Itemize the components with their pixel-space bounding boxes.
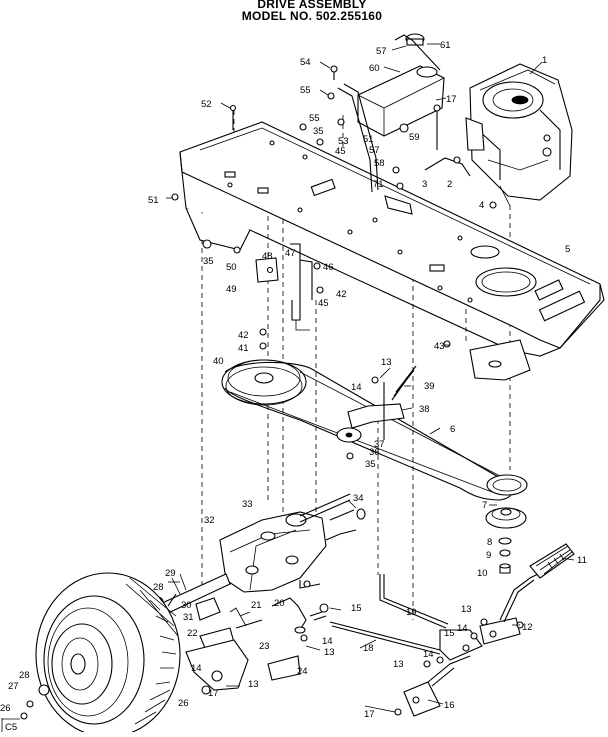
leader-lines	[166, 43, 575, 713]
top-hardware	[171, 65, 497, 215]
callout-47: 47	[285, 248, 296, 259]
callout-53: 53	[338, 136, 349, 147]
callout-6: 6	[450, 424, 455, 435]
callout-49: 49	[226, 284, 237, 295]
callout-38: 38	[419, 404, 430, 415]
callout-34: 34	[353, 493, 364, 504]
callout-71: 71	[373, 179, 384, 190]
callout-19: 19	[406, 607, 417, 618]
callout-46: 46	[323, 262, 334, 273]
callout-51-b: 51	[363, 134, 374, 145]
callout-26-b: 26	[0, 703, 11, 714]
callout-55-a: 55	[300, 85, 311, 96]
callout-35-c: 35	[365, 459, 376, 470]
callout-14-c: 14	[322, 636, 333, 647]
rear-wheel	[20, 572, 181, 737]
callout-48: 48	[262, 251, 273, 262]
fuel-tank	[337, 33, 445, 193]
callout-14-d: 14	[423, 649, 434, 660]
callout-60: 60	[369, 63, 380, 74]
callout-35-a: 35	[313, 126, 324, 137]
callout-3: 3	[422, 179, 427, 190]
callout-20: 20	[274, 598, 285, 609]
callout-17-c: 17	[364, 709, 375, 720]
callout-54: 54	[300, 57, 311, 68]
callout-11: 11	[577, 555, 587, 566]
callout-12: 12	[522, 622, 533, 633]
callout-13-e: 13	[248, 679, 259, 690]
callout-45-a: 45	[335, 146, 346, 157]
callout-43: 43	[434, 341, 445, 352]
callout-42-a: 42	[336, 289, 347, 300]
diagram-model-number: MODEL NO. 502.255160	[241, 9, 383, 23]
callout-37: 37	[374, 439, 385, 450]
callout-29: 29	[165, 568, 176, 579]
callout-31: 31	[183, 612, 194, 623]
callout-32: 32	[204, 515, 215, 526]
callout-27: 27	[8, 681, 19, 692]
callout-28-b: 28	[19, 670, 30, 681]
callout-16: 16	[444, 700, 455, 711]
callout-10: 10	[477, 568, 488, 579]
callout-61: 61	[440, 40, 451, 51]
callout-40: 40	[213, 356, 224, 367]
callout-57-a: 57	[376, 46, 387, 57]
callout-26-a: 26	[178, 698, 189, 709]
callout-17-b: 17	[208, 688, 219, 699]
callout-22: 22	[187, 628, 198, 639]
chassis-frame	[179, 121, 605, 381]
callout-59: 59	[409, 132, 420, 143]
callout-8: 8	[487, 537, 492, 548]
callout-24: 24	[297, 666, 308, 677]
transaxle	[152, 493, 366, 615]
engine	[465, 63, 573, 207]
callout-57-b: 57	[369, 145, 380, 156]
callout-51-a: 51	[148, 195, 159, 206]
callout-7: 7	[482, 500, 487, 511]
callout-labels: 1 2 3 4 5 6 7 8 9 10 11 12 13 13 13 13 1…	[0, 40, 587, 720]
callout-13-d: 13	[393, 659, 404, 670]
callout-2: 2	[447, 179, 452, 190]
callout-13-c: 13	[324, 647, 335, 658]
callout-14-b: 14	[457, 623, 468, 634]
callout-52: 52	[201, 99, 212, 110]
callout-15-b: 15	[444, 628, 455, 639]
callout-4: 4	[479, 200, 484, 211]
callout-39: 39	[424, 381, 435, 392]
callout-14-e: 14	[191, 663, 202, 674]
callout-36: 36	[369, 447, 380, 458]
corner-code: C5	[1, 718, 20, 733]
callout-23: 23	[259, 641, 270, 652]
callout-1: 1	[542, 55, 547, 66]
control-linkage	[329, 543, 575, 717]
callout-42-b: 42	[238, 330, 249, 341]
callout-18: 18	[363, 643, 374, 654]
callout-17-a: 17	[446, 94, 457, 105]
pulley-and-belts	[221, 359, 528, 574]
brake-assembly	[185, 597, 329, 695]
callout-28-a: 28	[153, 582, 164, 593]
callout-13-b: 13	[461, 604, 472, 615]
callout-50: 50	[226, 262, 237, 273]
callout-14-a: 14	[351, 382, 362, 393]
callout-45-b: 45	[318, 298, 329, 309]
callout-55-b: 55	[309, 113, 320, 124]
callout-9: 9	[486, 550, 491, 561]
callout-13-a: 13	[381, 357, 392, 368]
callout-5: 5	[565, 244, 570, 255]
bracket-assembly-left	[202, 239, 451, 350]
callout-15-a: 15	[351, 603, 362, 614]
corner-code-text: C5	[5, 722, 17, 732]
callout-21: 21	[251, 600, 262, 611]
callout-33: 33	[242, 499, 253, 510]
callout-58: 58	[374, 158, 385, 169]
diagram-title: DRIVE ASSEMBLY	[257, 0, 367, 11]
callout-30: 30	[181, 600, 192, 611]
callout-35-b: 35	[203, 256, 214, 267]
callout-41: 41	[238, 343, 249, 354]
